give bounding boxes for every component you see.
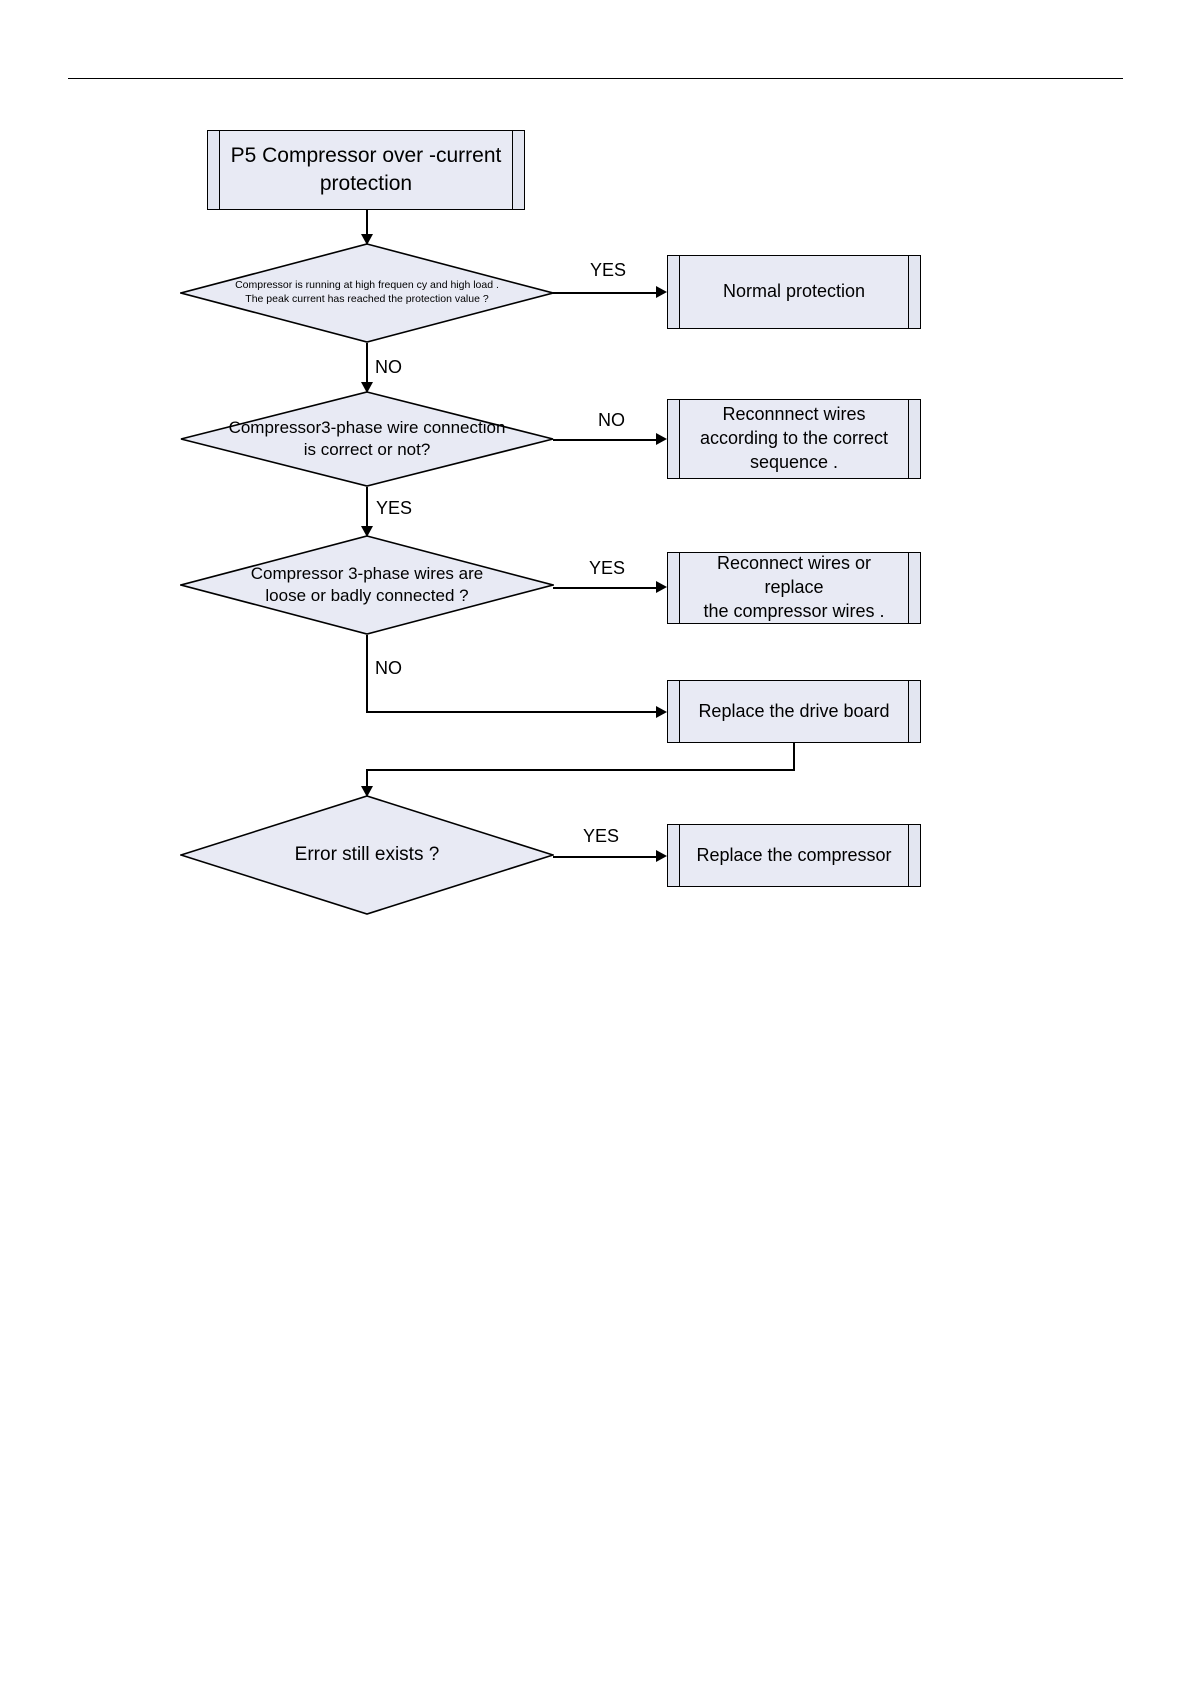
arrowhead-d4-top: [361, 786, 373, 797]
connector-start-to-d1: [366, 210, 368, 238]
decision-2-label: Compressor3-phase wire connection is cor…: [228, 417, 506, 459]
connector-d3-no-vertical: [366, 635, 368, 712]
edge-label-d3-yes: YES: [589, 558, 626, 578]
edge-label-d1-no: NO: [375, 357, 402, 377]
diamond-shape: [180, 391, 554, 487]
arrowhead-d1-top: [361, 234, 373, 245]
box-right-bar: [908, 553, 920, 623]
box-left-bar: [668, 553, 680, 623]
action-2-label: Reconnnect wires according to the correc…: [699, 404, 889, 472]
edge-label-d3-no: NO: [375, 658, 402, 678]
connector-d3-no-horizontal: [366, 711, 658, 713]
action-replace-drive-board[interactable]: Replace the drive board: [667, 680, 921, 743]
diamond-shape: [180, 795, 554, 915]
diamond-shape: [180, 535, 554, 635]
box-right-bar: [512, 131, 524, 209]
action-5-label: Replace the compressor: [696, 844, 892, 865]
box-left-bar: [668, 256, 680, 328]
edge-label-d2-yes: YES: [376, 498, 413, 518]
action-normal-protection[interactable]: Normal protection: [667, 255, 921, 329]
action-1-label: Normal protection: [722, 281, 866, 302]
box-right-bar: [908, 825, 920, 886]
box-left-bar: [668, 825, 680, 886]
box-left-bar: [208, 131, 220, 209]
edge-label-d1-yes: YES: [590, 260, 627, 280]
action-reconnect-or-replace-wires[interactable]: Reconnect wires or replace the compresso…: [667, 552, 921, 624]
arrowhead-a3: [656, 581, 667, 593]
box-right-bar: [908, 400, 920, 478]
decision-1[interactable]: Compressor is running at high frequen cy…: [180, 243, 554, 343]
action-reconnect-sequence[interactable]: Reconnnect wires according to the correc…: [667, 399, 921, 479]
connector-a4-left: [366, 769, 795, 771]
decision-4[interactable]: Error still exists ?: [180, 795, 554, 915]
decision-2[interactable]: Compressor3-phase wire connection is cor…: [180, 391, 554, 487]
action-3-label: Reconnect wires or replace the compresso…: [703, 553, 885, 621]
decision-1-label: Compressor is running at high frequen cy…: [235, 279, 499, 305]
box-left-bar: [668, 681, 680, 742]
decision-3[interactable]: Compressor 3-phase wires are loose or ba…: [180, 535, 554, 635]
box-right-bar: [908, 256, 920, 328]
arrowhead-d3-top: [361, 526, 373, 537]
connector-d3-yes: [553, 587, 658, 589]
arrowhead-a5: [656, 850, 667, 862]
start-box-p5[interactable]: P5 Compressor over -current protection: [207, 130, 525, 210]
edge-label-d4-yes: YES: [583, 826, 620, 846]
arrowhead-d2-top: [361, 382, 373, 393]
connector-d1-yes: [553, 292, 658, 294]
connector-a4-to-d4: [366, 769, 368, 791]
decision-4-label: Error still exists ?: [294, 843, 440, 865]
arrowhead-a1: [656, 286, 667, 298]
connector-d2-no: [553, 439, 658, 441]
header-divider: [68, 78, 1123, 79]
connector-d4-yes: [553, 856, 658, 858]
action-replace-compressor[interactable]: Replace the compressor: [667, 824, 921, 887]
connector-d2-yes: [366, 487, 368, 530]
edge-label-d2-no: NO: [598, 410, 625, 430]
action-4-label: Replace the drive board: [698, 700, 890, 721]
decision-3-label: Compressor 3-phase wires are loose or ba…: [250, 563, 484, 605]
connector-d1-no: [366, 343, 368, 386]
arrowhead-a2: [656, 433, 667, 445]
start-box-label: P5 Compressor over -current protection: [230, 144, 502, 195]
arrowhead-a4: [656, 706, 667, 718]
connector-a4-down: [793, 743, 795, 770]
diamond-shape: [180, 243, 554, 343]
box-left-bar: [668, 400, 680, 478]
box-right-bar: [908, 681, 920, 742]
